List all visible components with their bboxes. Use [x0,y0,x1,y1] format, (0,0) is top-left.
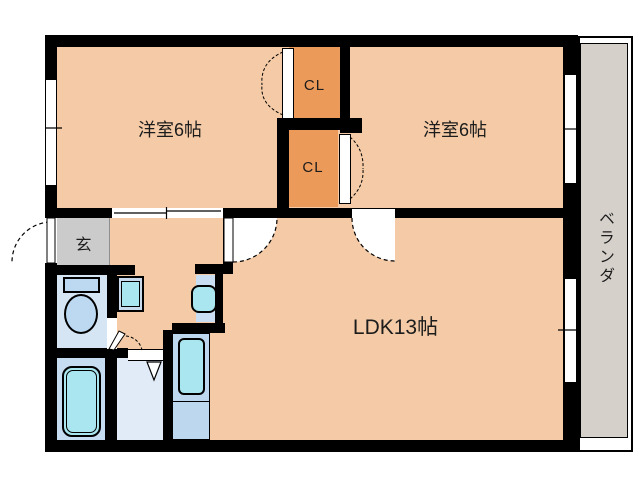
wall-entrance-bottom [45,265,135,275]
window-bedroom-right [564,75,577,183]
window-bedroom-left [45,80,57,185]
wall-bath-right [105,358,117,440]
bedroom-left-label: 洋室6帖 [137,120,202,140]
closet-bottom-floor [289,130,338,207]
bedroom-right-label: 洋室6帖 [422,120,487,140]
ldk-label: LDK13帖 [352,316,439,339]
wall-closet-right [340,47,350,133]
wall-closet-middle [277,118,350,130]
wall-niche-right [215,274,223,333]
wall-toilet-right [107,275,117,318]
wall-closet-left [277,118,289,208]
entrance-label: 玄 [75,237,92,254]
window-ldk-veranda [564,279,577,382]
sliding-door-bedroom-left [112,208,223,218]
washing-machine-drum [121,281,140,307]
veranda-floor [580,43,628,438]
veranda-label: ベランダ [596,210,613,286]
wall-niche-bottom [172,323,225,333]
closet-bottom-label: CL [302,159,324,176]
wall-niche-top [195,264,233,274]
kitchen-sink-fixture [178,338,205,395]
door-opening-bedroom-right [352,209,395,218]
bathtub-inner-line [66,370,97,433]
wall-washroom-right [163,330,172,440]
wall-closet-stub [350,118,362,133]
washbasin-fixture [191,285,217,313]
kitchen-counter-divider [172,401,210,402]
wall-ldk-left [223,208,233,274]
washroom-floor [117,358,163,440]
front-door-opening [45,218,57,263]
toilet-tank-fixture [63,277,100,293]
toilet-door-opening [107,318,117,349]
closet-bottom-door [339,134,351,204]
entrance-floor [57,218,110,265]
wall-main-horizontal [57,208,563,218]
bathtub-fixture [62,366,101,437]
closet-top-label: CL [303,77,326,94]
wall-bath-top [45,348,128,358]
closet-top-floor [289,47,340,120]
washroom-door-opening [128,349,163,361]
toilet-bowl-fixture [64,294,98,334]
